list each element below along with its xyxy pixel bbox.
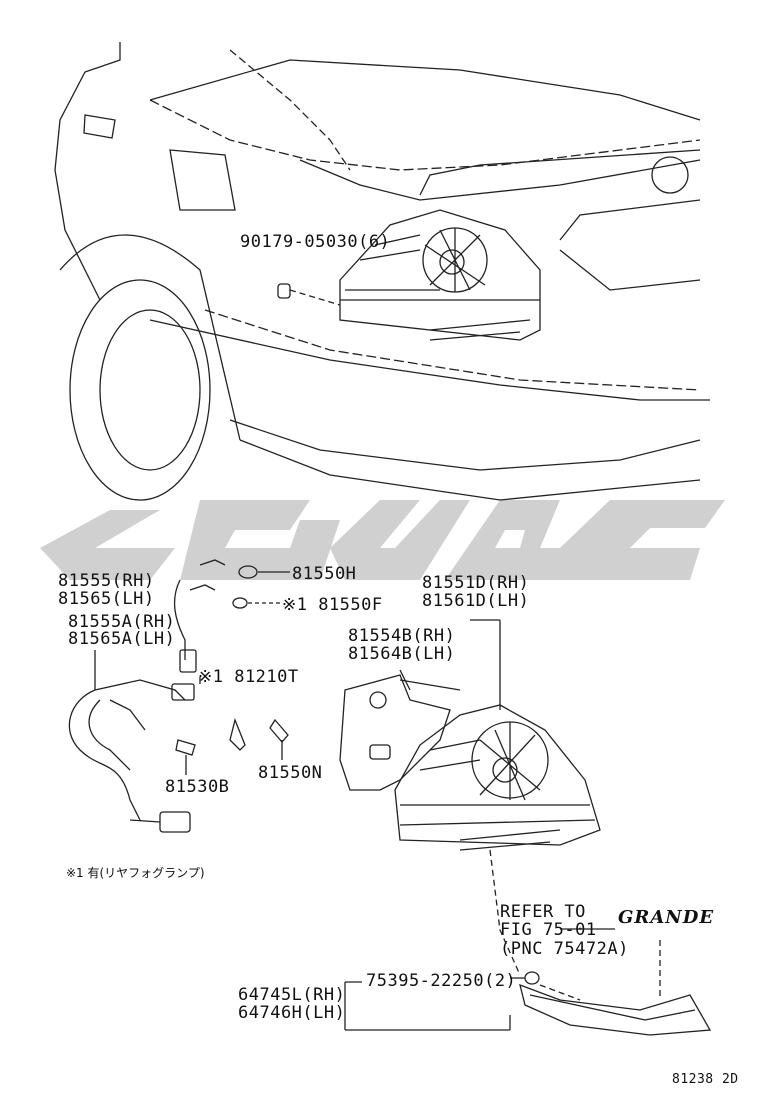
diagram-code: 81238 2D (672, 1072, 739, 1087)
footnote: ※1 有(リヤフォグランプ) (66, 866, 205, 880)
label-gasket-lh: 81564B(LH) (348, 644, 456, 664)
label-gasket-rh: 81554B(RH) (348, 626, 456, 646)
label-lamp-lh: 81561D(LH) (422, 591, 530, 611)
label-screw: 75395-22250(2) (366, 971, 517, 991)
refer-line-2: FIG 75-01 (500, 920, 597, 940)
lamp-garnish (344, 928, 712, 1036)
label-garnish-rh: 64745L(RH) (238, 985, 346, 1005)
label-socket-rh: 81555(RH) (58, 571, 155, 591)
refer-line-3: (PNC 75472A) (500, 939, 629, 959)
label-socketa-lh: 81565A(LH) (68, 629, 176, 649)
watermark-logo (40, 500, 725, 580)
emblem-grande: GRANDE (618, 907, 715, 928)
rear-wheel (69, 279, 211, 501)
gasket (339, 674, 461, 791)
bolt-icon (277, 283, 291, 299)
car-roof-line (54, 42, 121, 301)
refer-line-1: REFER TO (500, 902, 586, 922)
label-bulb-f: ※1 81550F (282, 595, 383, 615)
label-socketa-rh: 81555A(RH) (68, 612, 176, 632)
label-lamp-rh: 81551D(RH) (422, 573, 530, 593)
label-bulb-b: 81530B (165, 777, 230, 797)
upper-tail-lamp (339, 209, 541, 341)
wiring-harness (68, 559, 290, 833)
label-bulb-n: 81550N (258, 763, 323, 783)
tail-lamp-assembly (394, 619, 601, 976)
label-bulb-t: ※1 81210T (198, 667, 299, 687)
label-bolt: 90179-05030(6) (240, 232, 391, 252)
label-socket-lh: 81565(LH) (58, 589, 155, 609)
fuel-door (169, 149, 236, 211)
label-garnish-lh: 64746H(LH) (238, 1003, 346, 1023)
label-bulb-h: 81550H (292, 564, 357, 584)
